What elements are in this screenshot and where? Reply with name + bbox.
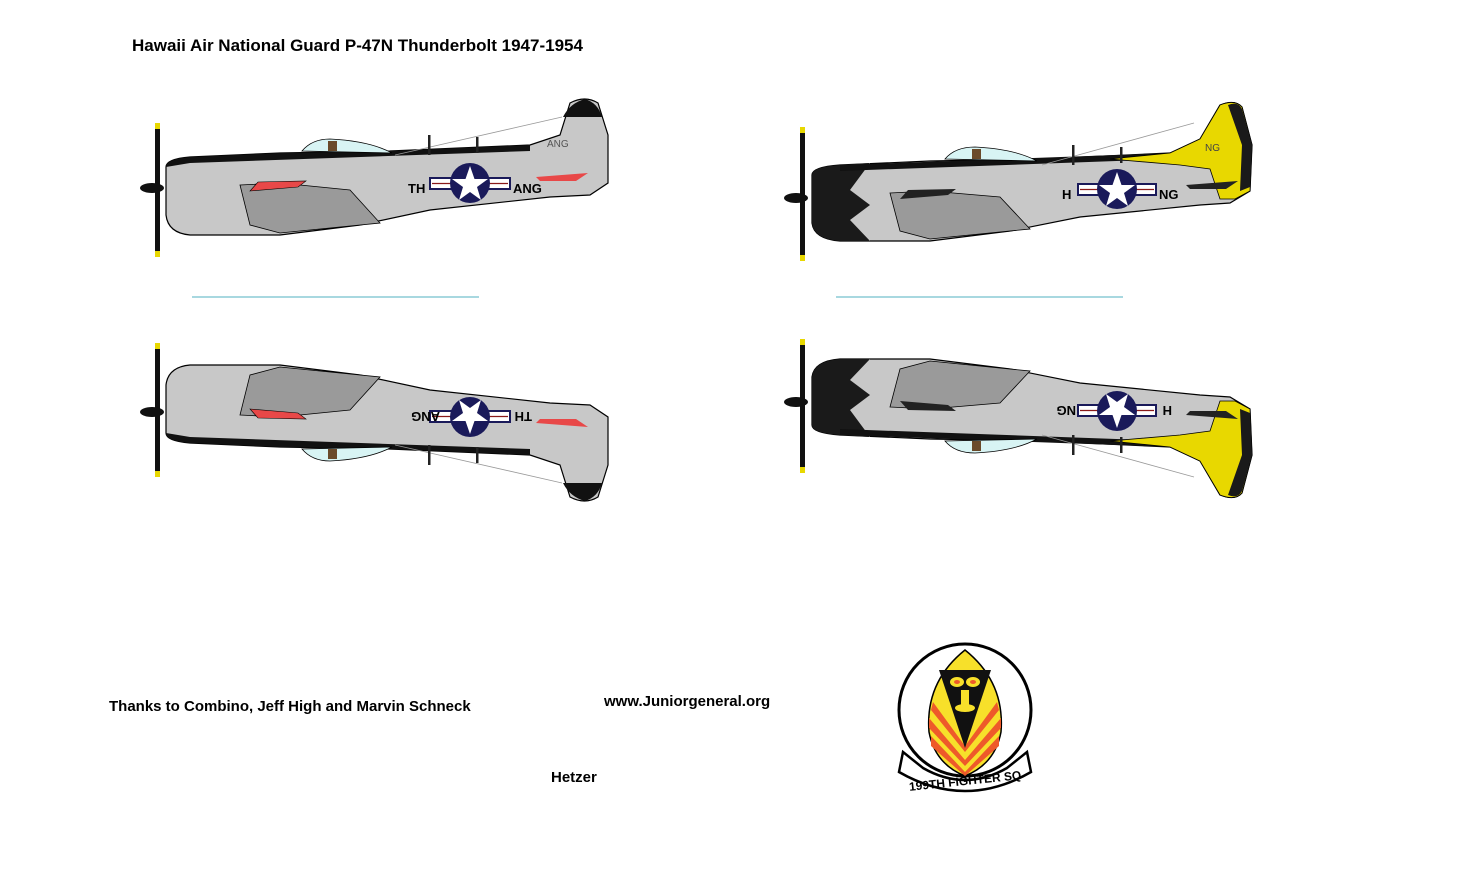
aircraft-left-profile-h-ng: H NG NG — [784, 101, 1253, 261]
propeller-icon — [784, 339, 808, 473]
svg-text:NG: NG — [1205, 143, 1220, 154]
svg-text:TH: TH — [408, 181, 425, 196]
aircraft-left-profile-th-ang: TH ANG ANG — [140, 98, 609, 257]
propeller-icon — [140, 343, 164, 477]
website-link[interactable]: www.Juniorgeneral.org — [604, 693, 771, 710]
aircraft-right-profile-th-ang: ANG TH — [140, 343, 609, 502]
propeller-icon — [784, 127, 808, 261]
svg-text:NG: NG — [1057, 403, 1077, 418]
svg-text:ANG: ANG — [411, 409, 440, 424]
svg-text:ANG: ANG — [547, 139, 569, 150]
divider-right — [836, 296, 1123, 298]
propeller-icon — [140, 123, 164, 257]
svg-text:H: H — [1062, 187, 1071, 202]
svg-text:TH: TH — [515, 409, 532, 424]
svg-text:NG: NG — [1159, 187, 1179, 202]
aircraft-right-profile-h-ng: NG H — [784, 339, 1253, 499]
divider-left — [192, 296, 479, 298]
author-credit: Hetzer — [551, 769, 597, 786]
page-title: Hawaii Air National Guard P-47N Thunderb… — [132, 36, 583, 55]
squadron-badge-icon: 199TH FIGHTER SQ — [897, 642, 1033, 794]
svg-text:ANG: ANG — [513, 181, 542, 196]
credits-thanks: Thanks to Combino, Jeff High and Marvin … — [109, 698, 471, 715]
svg-text:H: H — [1163, 403, 1172, 418]
